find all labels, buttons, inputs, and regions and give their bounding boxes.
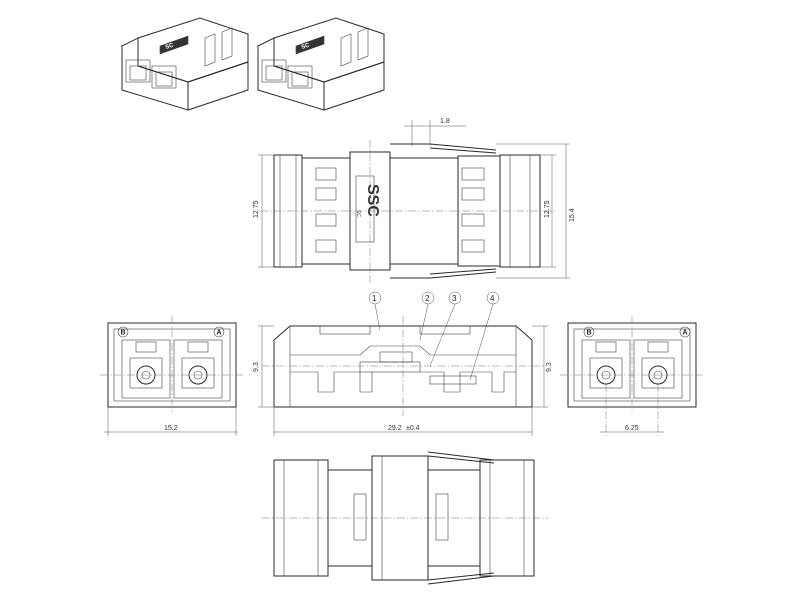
logo-small: SC [355,210,361,217]
perspective-label: SC [165,42,175,50]
dim-height-left: 12.75 [253,200,260,218]
dim-length: 29.2 [388,425,402,432]
dim-side-height-left: 9.3 [253,362,260,372]
port-a-badge-right: A [683,330,688,337]
port-a-badge: A [217,330,222,337]
end-view-left: B A 15.2 [100,316,244,436]
logo-text: SSC [364,184,381,217]
dim-width-end: 15.2 [164,425,178,432]
callout-1: 1 [372,294,377,303]
dim-height-right: 12.75 [544,200,551,218]
dim-side-height-right: 9.3 [546,362,553,372]
perspective-view-right: SC [257,17,385,111]
port-b-badge-right: B [587,330,592,337]
ssc-logo: SSC SC [355,184,381,217]
callout-2: 2 [425,294,430,303]
perspective-view-left: SC [121,17,249,111]
port-b-badge: B [121,330,126,337]
dim-pitch: 6.25 [625,425,639,432]
dim-offset: 1.8 [440,118,450,125]
dim-length-tol: ±0.4 [406,425,420,432]
callouts: 1 2 3 4 [368,291,500,381]
callout-4: 4 [490,294,495,303]
side-view: 9.3 9.3 29.2 ±0.4 [253,316,553,436]
end-view-right: B A 6.25 [560,316,704,436]
dim-height-total: 15.4 [569,208,576,222]
bottom-view [262,451,548,585]
top-view: SSC SC 12.75 [253,118,576,284]
perspective-label-2: SC [301,42,311,50]
callout-3: 3 [452,294,457,303]
